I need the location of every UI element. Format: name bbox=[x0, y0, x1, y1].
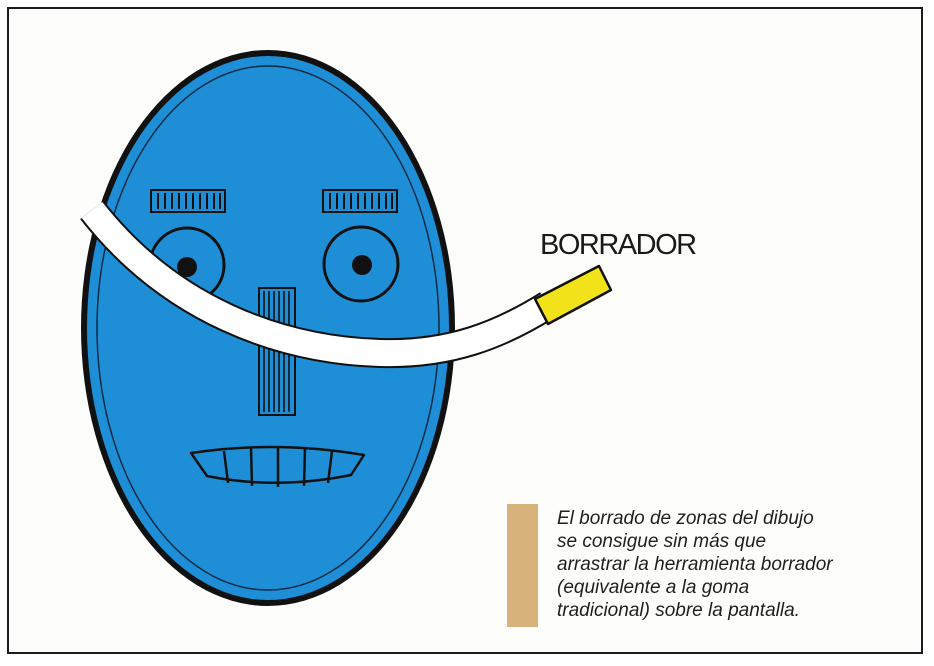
left-eyebrow bbox=[150, 189, 226, 213]
caption-line: se consigue sin más que bbox=[557, 531, 767, 552]
eraser-tool-icon bbox=[533, 264, 613, 326]
mouth bbox=[189, 445, 366, 487]
face-inner-contour bbox=[96, 65, 440, 591]
right-eyebrow bbox=[322, 189, 398, 213]
caption-line: tradicional) sobre la pantalla. bbox=[557, 600, 800, 621]
caption-line: arrastrar la herramienta borrador bbox=[557, 554, 833, 575]
eraser-label: BORRADOR bbox=[540, 229, 697, 261]
caption-line: (equivalente a la goma bbox=[557, 577, 750, 598]
caption-marker bbox=[507, 504, 538, 627]
caption-line: El borrado de zonas del dibujo bbox=[557, 508, 814, 529]
erased-path bbox=[80, 200, 556, 369]
right-eye bbox=[322, 225, 400, 303]
caption-text: El borrado de zonas del dibujo se consig… bbox=[557, 507, 907, 622]
